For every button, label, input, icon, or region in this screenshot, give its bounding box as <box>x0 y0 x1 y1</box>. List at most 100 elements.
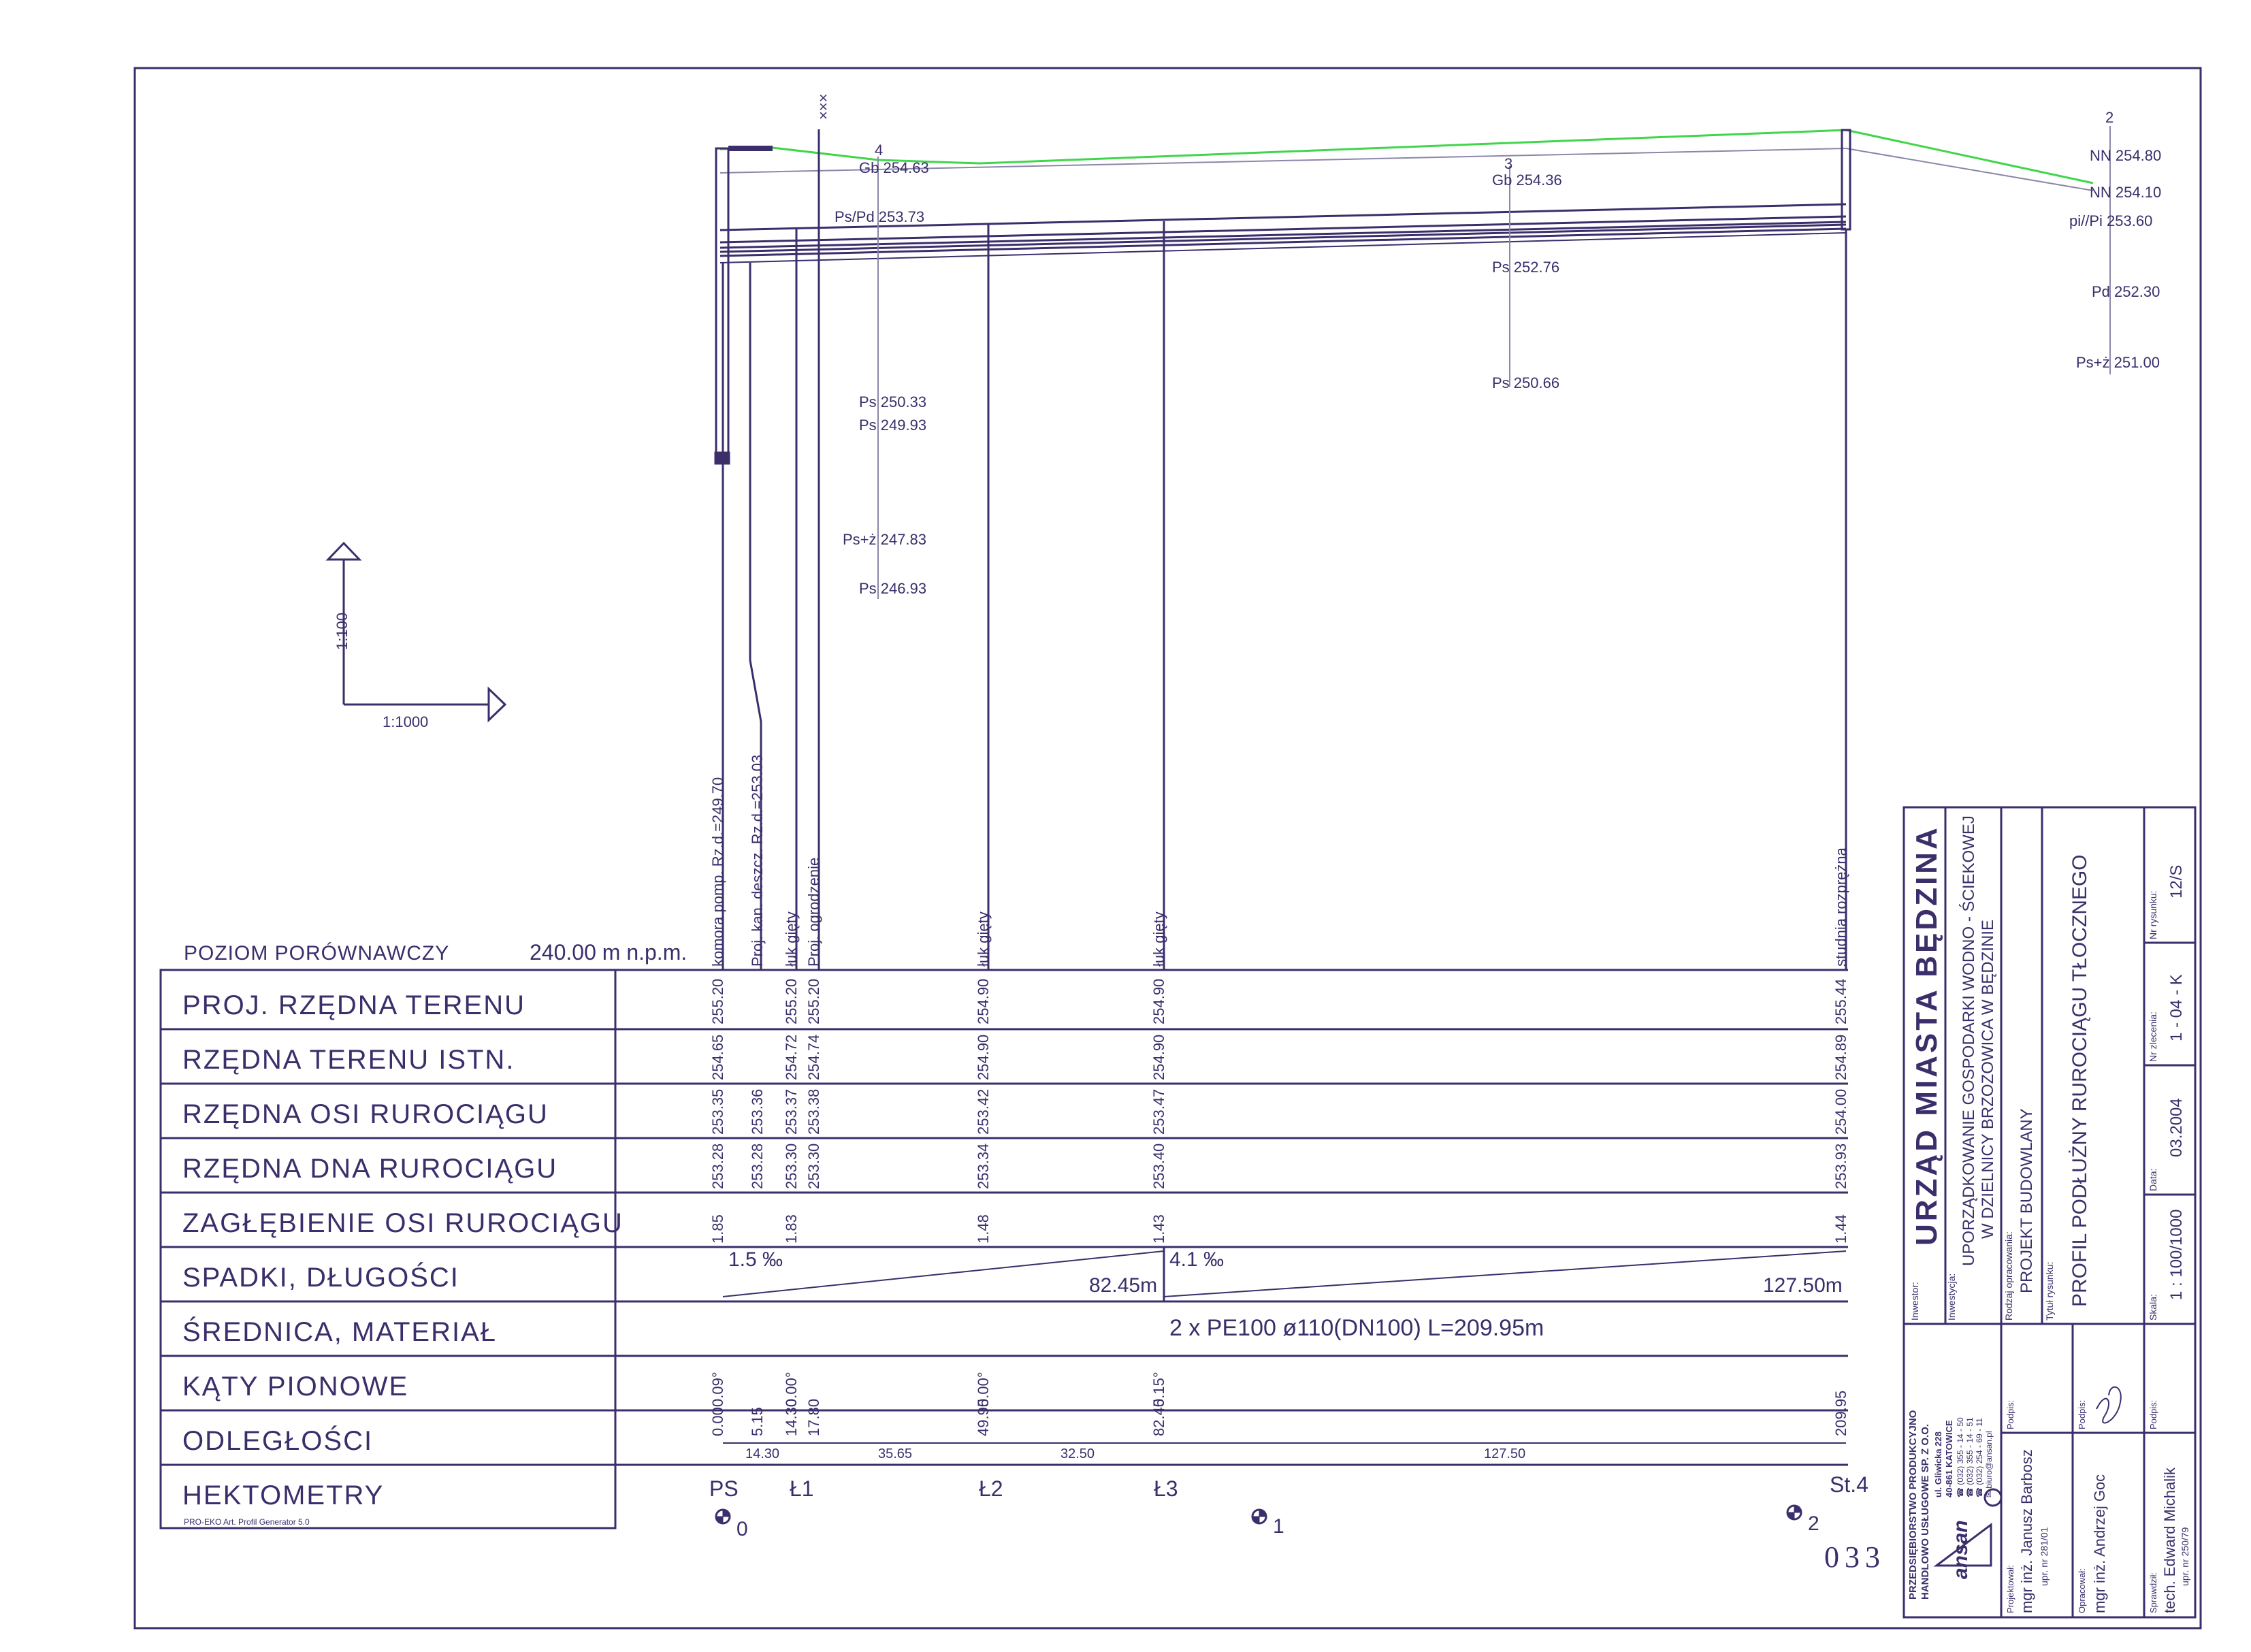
tb-drawing-no: 12/S <box>2167 865 2186 898</box>
profile-table-grid <box>159 969 1848 1529</box>
borehole-level: Ps 252.76 <box>1492 259 1559 276</box>
borehole-4-id: 4 <box>875 142 883 159</box>
end-well <box>1841 129 1851 231</box>
scale-vertical: 1:100 <box>334 613 351 650</box>
reference-level-value: 240.00 m n.p.m. <box>530 940 687 965</box>
row-labels: PROJ. RZĘDNA TERENU RZĘDNA TERENU ISTN. … <box>182 990 624 1510</box>
sheet-frame <box>133 67 2202 1630</box>
station-name: Ł3 <box>1154 1476 1178 1501</box>
station-value-bottom: 253.28 <box>709 1144 726 1189</box>
station-value-distance: 82.45 <box>1150 1399 1167 1436</box>
station-value-proj-terrain: 254.90 <box>1150 979 1167 1024</box>
tb-designer: mgr inż. Janusz Barbosz <box>2018 1449 2035 1613</box>
station-value-bottom: 253.28 <box>749 1144 766 1189</box>
trench-line-top <box>719 203 1847 231</box>
borehole-4-labels: 4 Gb 254.63 Ps/Pd 253.73 Ps 250.33 Ps 24… <box>835 142 929 597</box>
station-value-angle: 0.15° <box>1150 1372 1167 1407</box>
station-value-bottom: 253.34 <box>975 1144 992 1189</box>
tb-sign-label: Podpis: <box>2148 1400 2158 1429</box>
station-value-axis: 253.35 <box>709 1089 726 1135</box>
station-columns: 255.20254.65253.35253.281.850.09°0.00kom… <box>709 755 1849 1436</box>
pipe-spec: 2 x PE100 ø110(DN100) L=209.95m <box>1169 1315 1544 1341</box>
length-1: 82.45m <box>1089 1274 1157 1297</box>
scale-horizontal: 1:1000 <box>383 713 428 730</box>
station-value-axis: 253.38 <box>805 1089 822 1135</box>
tb-drawing-no-label: Nr rysunku: <box>2148 890 2158 939</box>
pipe-line-4 <box>719 227 1847 257</box>
segment-distance: 35.65 <box>878 1446 912 1461</box>
station-value-bottom: 253.30 <box>783 1144 800 1189</box>
tb-checker-no: upr. nr 250/79 <box>2180 1527 2190 1586</box>
crossing-mark: ××× <box>815 93 832 120</box>
row-label: KĄTY PIONOWE <box>182 1372 408 1402</box>
tb-company-line: ☎ (032) 355 - 14 - 51 <box>1965 1417 1975 1497</box>
station-value-distance: 14.30 <box>783 1399 800 1436</box>
tb-checked-label: Sprawdził: <box>2148 1572 2158 1613</box>
tb-title: PROFIL PODŁUŻNY RUROCIĄGU TŁOCZNEGO <box>2069 854 2091 1307</box>
row-label: ODLEGŁOŚCI <box>182 1425 373 1456</box>
length-2: 127.50m <box>1763 1274 1843 1297</box>
borehole-level: Ps 246.93 <box>859 580 926 597</box>
tb-preparer: mgr inż. Andrzej Goc <box>2091 1474 2108 1613</box>
segment-distance: 127.50 <box>1484 1446 1525 1461</box>
station-name: St.4 <box>1830 1472 1868 1497</box>
company-logo <box>1933 1488 2003 1567</box>
tb-order-label: Nr zlecenia: <box>2148 1011 2158 1062</box>
station-name: Ł2 <box>979 1476 1003 1501</box>
row-label: RZĘDNA DNA RUROCIĄGU <box>182 1154 557 1184</box>
row-label: ZAGŁĘBIENIE OSI RUROCIĄGU <box>182 1208 624 1238</box>
station-value-axis: 253.37 <box>783 1089 800 1135</box>
station-value-axis: 253.47 <box>1150 1089 1167 1135</box>
tb-stage-label: Rodzaj opracowania: <box>2003 1231 2014 1321</box>
borehole-level: NN 254.10 <box>2090 184 2161 201</box>
tb-scale-label: Skala: <box>2148 1294 2158 1321</box>
borehole-level: Ps+ż 251.00 <box>2076 354 2160 371</box>
station-value-angle: 0.09° <box>709 1372 726 1407</box>
station-value-exist-terrain: 254.74 <box>805 1035 822 1080</box>
station-value-depth: 1.85 <box>709 1214 726 1244</box>
row-label: RZĘDNA TERENU ISTN. <box>182 1045 515 1075</box>
tb-company-line: ul. Gliwicka 228 <box>1933 1431 1943 1497</box>
tb-company-line: HANDLOWO USŁUGOWE SP. Z O.O. <box>1920 1424 1931 1600</box>
tb-company-line: ☎ (032) 355 - 14 - 50 <box>1956 1417 1965 1497</box>
tb-company-line: 40-861 KATOWICE <box>1944 1420 1954 1497</box>
pipe-line-3 <box>719 223 1847 253</box>
row-label: HEKTOMETRY <box>182 1480 384 1510</box>
tb-investment-label: Inwestycja: <box>1946 1274 1957 1321</box>
borehole-2-labels: 2 NN 254.80 NN 254.10 pi//Pi 253.60 Pd 2… <box>2069 109 2161 371</box>
station-value-proj-terrain: 255.20 <box>709 979 726 1024</box>
station-value-exist-terrain: 254.89 <box>1832 1035 1849 1080</box>
station-description: komora pomp. Rz.d.=249.70 <box>709 777 726 967</box>
station-value-axis: 253.36 <box>749 1089 766 1135</box>
borehole-level: NN 254.80 <box>2090 147 2161 164</box>
station-value-exist-terrain: 254.90 <box>975 1035 992 1080</box>
station-value-distance: 209.95 <box>1832 1391 1849 1436</box>
borehole-level: Gb 254.36 <box>1492 172 1562 189</box>
reference-level-label: POZIOM PORÓWNAWCZY <box>184 942 449 965</box>
station-name: Ł1 <box>790 1476 814 1501</box>
row-label: RZĘDNA OSI RUROCIĄGU <box>182 1099 549 1129</box>
station-value-angle: 0.00° <box>975 1372 992 1407</box>
station-value-proj-terrain: 255.44 <box>1832 979 1849 1024</box>
borehole-3-labels: 3 Gb 254.36 Ps 252.76 Ps 250.66 <box>1492 155 1562 391</box>
profile-graphic <box>714 126 2111 970</box>
borehole-level: Ps+ż 247.83 <box>843 531 926 548</box>
terrain-line-left <box>719 129 1847 165</box>
borehole-level: Gb 254.63 <box>859 159 929 176</box>
station-value-exist-terrain: 254.65 <box>709 1035 726 1080</box>
hectometer-label: 1 <box>1273 1515 1284 1538</box>
row-label: SPADKI, DŁUGOŚCI <box>182 1261 459 1293</box>
station-value-exist-terrain: 254.90 <box>1150 1035 1167 1080</box>
tb-company-line: ✉ biuro@ansan.pl <box>1984 1431 1994 1497</box>
pipe-line-1 <box>719 215 1847 244</box>
station-description: łuk gięty <box>1150 911 1167 967</box>
tb-sign-label: Podpis: <box>2077 1400 2087 1429</box>
terrain-line-grey-right <box>1845 148 2094 191</box>
slope-2: 4.1 ‰ <box>1169 1248 1224 1271</box>
storm-sewer-line <box>749 263 762 970</box>
station-value-depth: 1.83 <box>783 1214 800 1244</box>
station-value-exist-terrain: 254.72 <box>783 1035 800 1080</box>
station-value-bottom: 253.40 <box>1150 1144 1167 1189</box>
signature <box>2096 1386 2122 1424</box>
tb-order-no: 1 - 04 - K <box>2167 974 2186 1041</box>
